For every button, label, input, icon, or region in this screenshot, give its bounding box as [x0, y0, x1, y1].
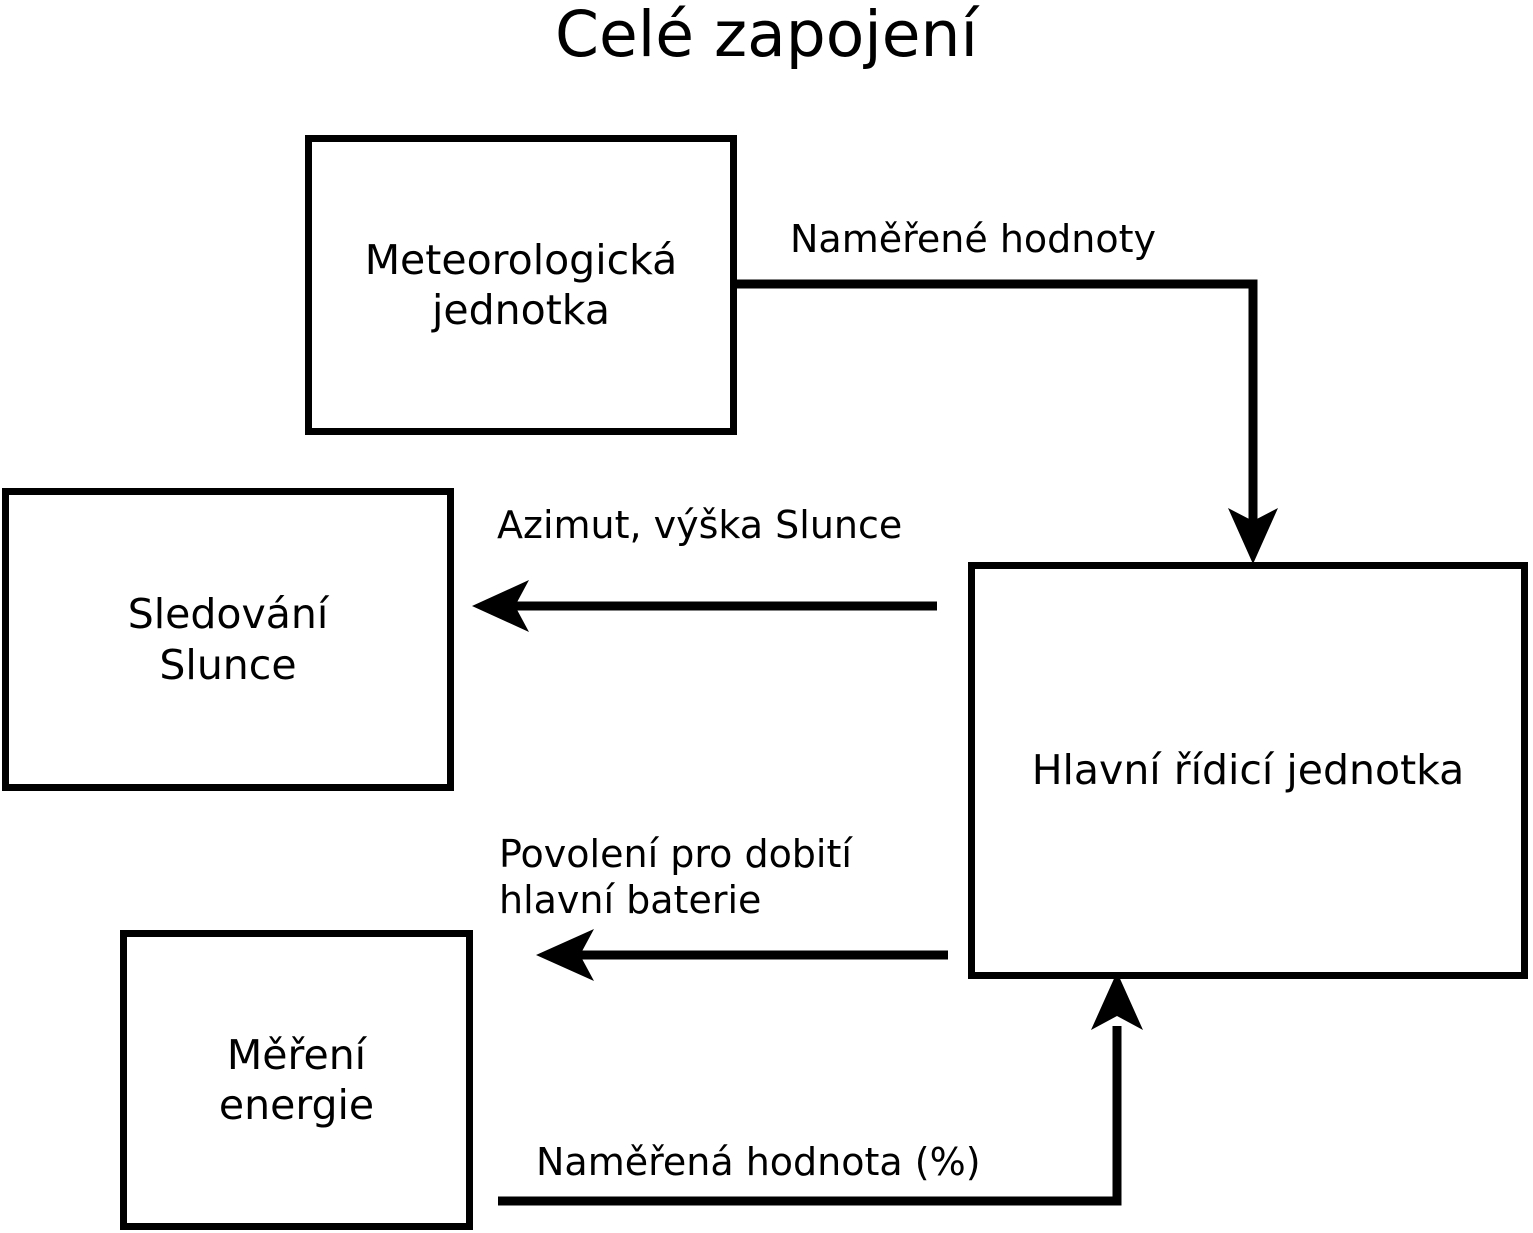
edge-label-measured-percent: Naměřená hodnota (%) — [536, 1140, 981, 1184]
connector-control-to-suntracking — [472, 580, 937, 632]
connector-energy-to-control — [498, 972, 1143, 1206]
node-weather-unit-label: Meteorologická jednotka — [364, 235, 678, 334]
edge-label-charge-permission: Povolení pro dobití hlavní baterie — [499, 832, 852, 923]
connector-weather-to-control — [733, 279, 1278, 564]
connector-control-to-energy — [536, 929, 948, 981]
page-title: Celé zapojení — [555, 0, 978, 71]
node-weather-unit[interactable]: Meteorologická jednotka — [305, 135, 737, 435]
node-sun-tracking[interactable]: Sledování Slunce — [2, 488, 454, 791]
node-main-control[interactable]: Hlavní řídicí jednotka — [968, 562, 1528, 979]
edge-label-azimuth-elevation: Azimut, výška Slunce — [497, 503, 903, 547]
node-main-control-label: Hlavní řídicí jednotka — [1031, 746, 1465, 795]
node-energy-meter[interactable]: Měření energie — [120, 930, 473, 1230]
node-sun-tracking-label: Sledování Slunce — [127, 590, 329, 689]
edge-label-measured-values: Naměřené hodnoty — [790, 217, 1156, 261]
node-energy-meter-label: Měření energie — [218, 1030, 375, 1129]
